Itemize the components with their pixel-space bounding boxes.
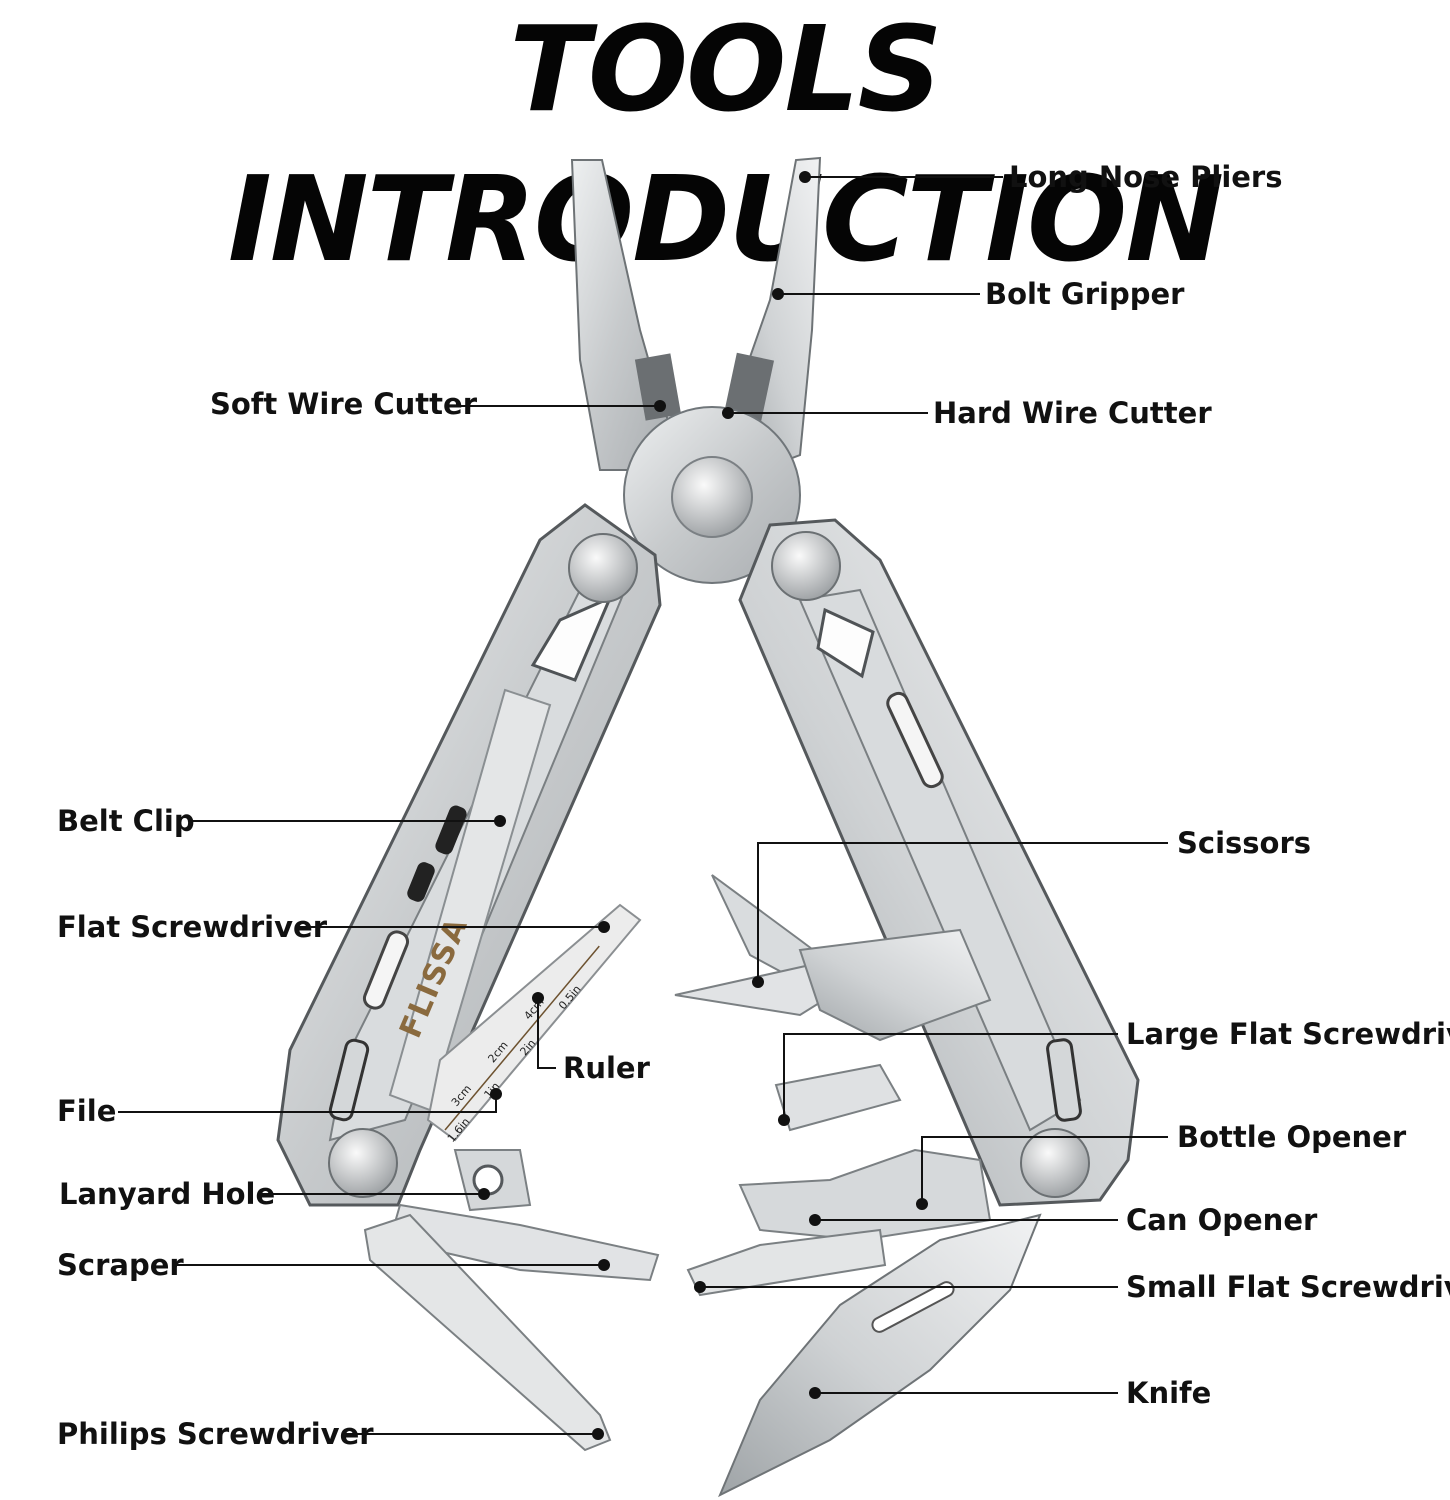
label-scraper: Scraper (57, 1248, 184, 1282)
small-flat-screwdriver-blade (686, 1228, 887, 1297)
scissors-body (798, 928, 992, 1042)
right-handle-slot (886, 691, 944, 789)
knife-blade (718, 1213, 1042, 1498)
left-cutter-block (634, 353, 682, 421)
pivot-bolt (671, 456, 753, 538)
right-lower-screw (1020, 1128, 1090, 1198)
label-belt-clip: Belt Clip (57, 804, 195, 838)
left-jaw (570, 159, 674, 471)
right-cutter-block (723, 352, 775, 422)
right-handle-cutout-1 (816, 607, 875, 679)
large-flat-screwdriver-blade (774, 1063, 902, 1132)
label-knife: Knife (1126, 1376, 1211, 1410)
label-ruler: Ruler (563, 1051, 651, 1085)
callout-labels: Long Nose Pliers Bolt Gripper Soft Wire … (57, 160, 1450, 1451)
right-handle-lock (1046, 1038, 1082, 1122)
label-small-flat-screwdriver: Small Flat Screwdriver (1126, 1270, 1450, 1304)
label-large-flat-screwdriver: Large Flat Screwdriver (1126, 1017, 1450, 1051)
ruler-blade (426, 903, 642, 1142)
label-flat-screwdriver: Flat Screwdriver (57, 910, 328, 944)
left-handle-cutout (530, 595, 613, 682)
multitool-image (276, 156, 1140, 1498)
left-upper-screw (568, 533, 638, 603)
label-philips-screwdriver: Philips Screwdriver (57, 1417, 374, 1451)
callout-leaders (118, 171, 1168, 1440)
label-bolt-gripper: Bolt Gripper (985, 277, 1185, 311)
philips-screwdriver-shaft (363, 1213, 612, 1452)
label-can-opener: Can Opener (1126, 1203, 1318, 1237)
left-handle-lock (328, 1038, 370, 1122)
right-upper-screw (771, 531, 841, 601)
left-handle-slot-1 (435, 805, 467, 855)
label-scissors: Scissors (1177, 826, 1311, 860)
label-lanyard-hole: Lanyard Hole (59, 1177, 275, 1211)
label-bottle-opener: Bottle Opener (1177, 1120, 1407, 1154)
label-file: File (57, 1094, 116, 1128)
opener-tool (738, 1148, 992, 1242)
label-long-nose-pliers: Long Nose Pliers (1009, 160, 1283, 194)
knife-slot (871, 1281, 955, 1333)
page-title: TOOLS INTRODUCTION (227, 0, 1224, 288)
left-handle-slot-3 (362, 930, 410, 1010)
label-hard-wire-cutter: Hard Wire Cutter (933, 396, 1212, 430)
left-handle-slot-2 (407, 862, 435, 902)
left-lower-screw (328, 1128, 398, 1198)
label-soft-wire-cutter: Soft Wire Cutter (210, 387, 478, 421)
